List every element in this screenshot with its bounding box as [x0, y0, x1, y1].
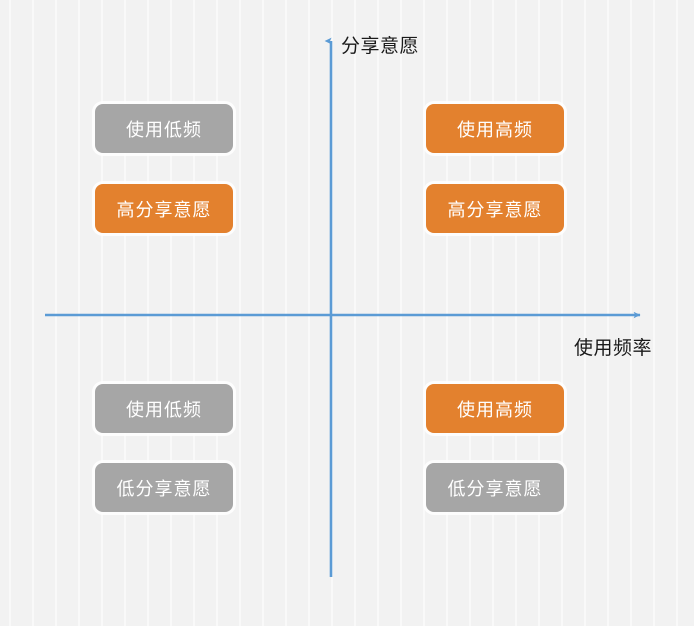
tag-bottom-left-frequency[interactable]: 使用低频 [95, 384, 233, 433]
y-axis-label: 分享意愿 [341, 36, 420, 57]
tag-bottom-left-willingness[interactable]: 低分享意愿 [95, 463, 233, 512]
x-axis-label: 使用频率 [574, 338, 653, 359]
tag-bottom-right-willingness[interactable]: 低分享意愿 [426, 463, 564, 512]
tag-top-right-willingness[interactable]: 高分享意愿 [426, 184, 564, 233]
tag-bottom-right-frequency[interactable]: 使用高频 [426, 384, 564, 433]
tag-top-left-willingness[interactable]: 高分享意愿 [95, 184, 233, 233]
tag-top-right-frequency[interactable]: 使用高频 [426, 104, 564, 153]
tag-top-left-frequency[interactable]: 使用低频 [95, 104, 233, 153]
